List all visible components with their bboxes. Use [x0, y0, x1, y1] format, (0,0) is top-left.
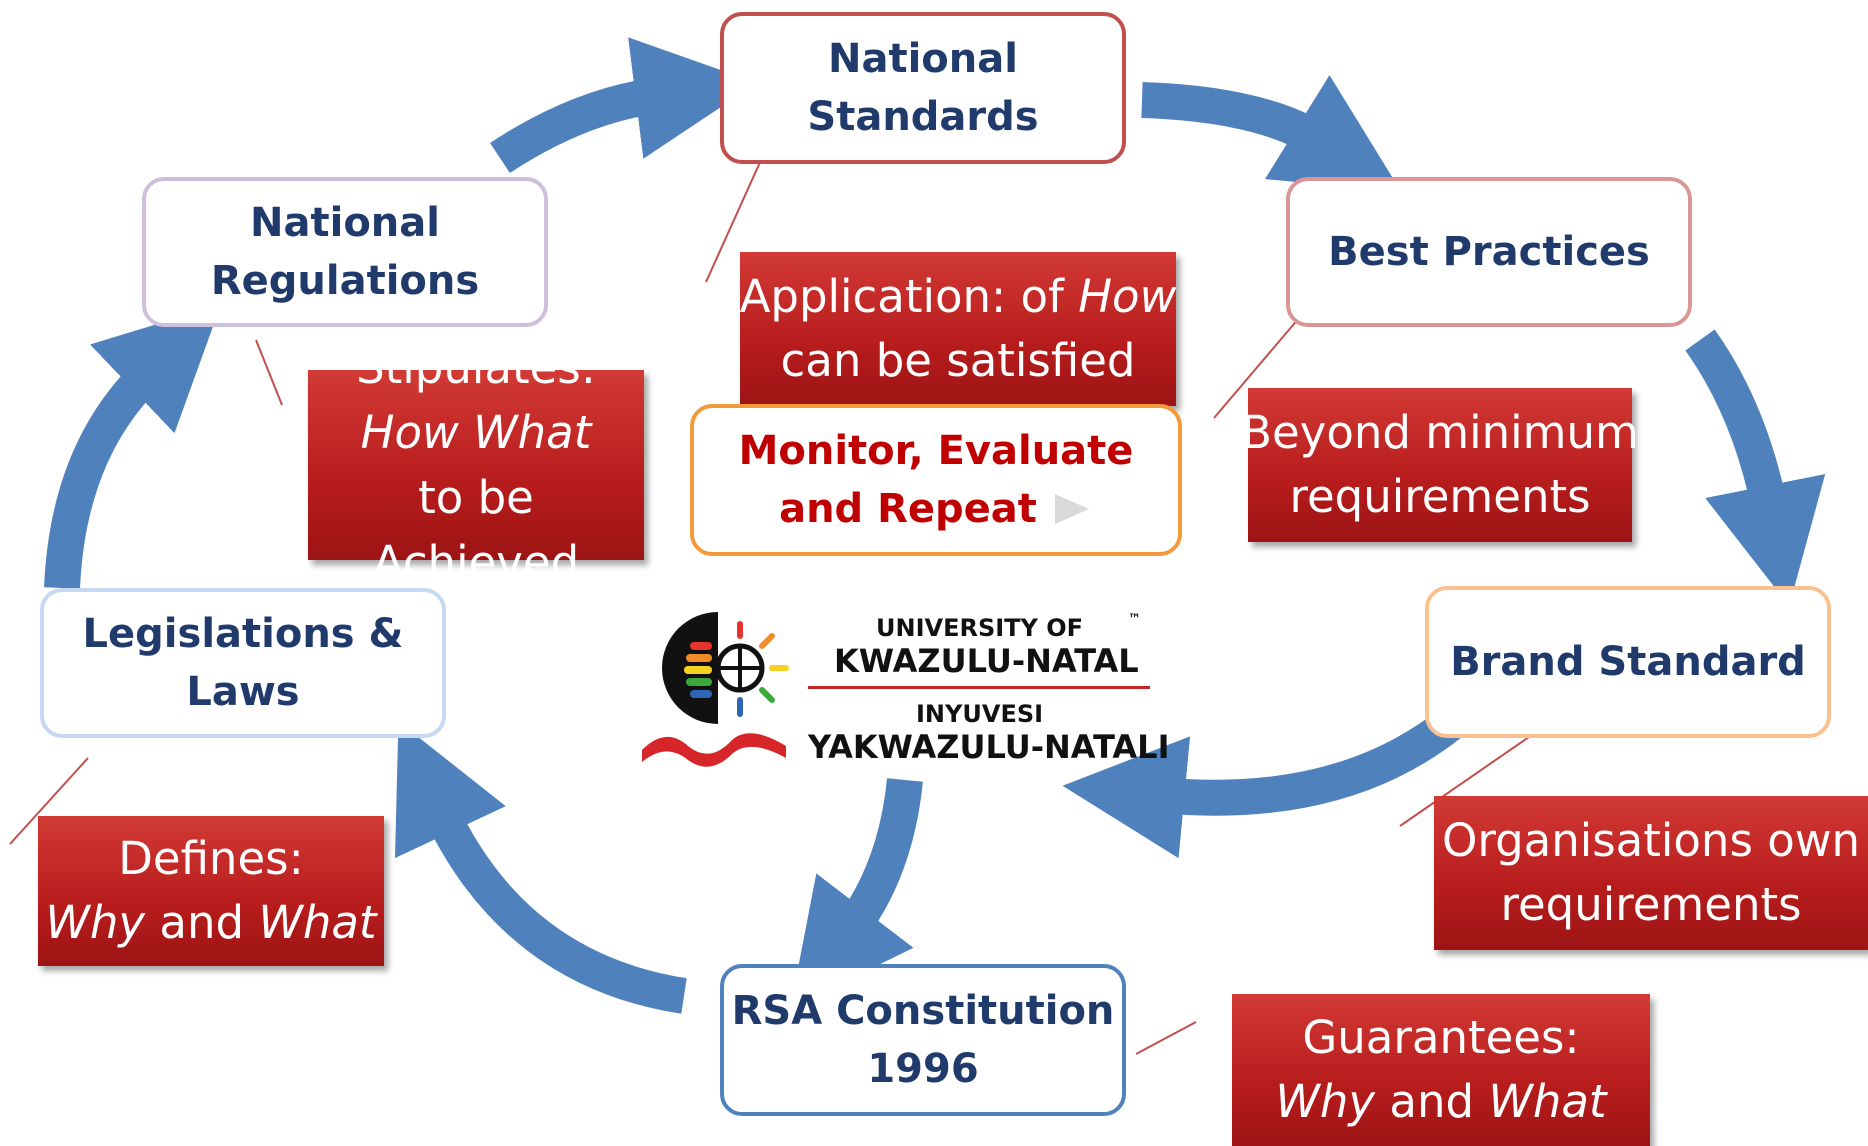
node-brand-standard-label: Brand Standard	[1450, 639, 1806, 685]
callout-application-prefix: Application: of	[739, 270, 1079, 324]
callout-defines-and: and	[145, 896, 259, 949]
arrow-standards-to-best-practices	[1141, 75, 1402, 192]
callout-defines-why: Why	[45, 896, 146, 949]
callout-application: Application: of How can be satisfied	[740, 252, 1176, 406]
logo-line4: YAKWAZULU-NATALI	[808, 728, 1170, 766]
logo-divider	[808, 686, 1150, 689]
node-legislations-line2: Laws	[186, 669, 300, 715]
play-triangle-icon	[1054, 494, 1089, 524]
callout-guarantees-line2: Why and What	[1275, 1070, 1606, 1134]
callout-guarantees-what: What	[1488, 1075, 1607, 1128]
connector-regulations-stipulates	[255, 339, 283, 406]
arrow-regulations-to-standards	[490, 37, 758, 174]
monitor-line1: Monitor, Evaluate	[738, 428, 1134, 474]
arrow-brand-to-rsa	[1062, 707, 1464, 859]
connector-brand-organisations	[1399, 727, 1543, 827]
arrow-logo-to-rsa	[790, 778, 923, 1008]
connector-legislations-defines	[9, 757, 89, 845]
node-best-practices: Best Practices	[1286, 177, 1692, 327]
callout-organisations-line1: Organisations own	[1441, 814, 1861, 868]
node-brand-standard: Brand Standard	[1425, 586, 1831, 738]
arrow-legislations-to-regulations	[44, 304, 221, 589]
arrow-best-practices-to-brand	[1685, 329, 1826, 607]
callout-stipulates-line3: to be	[418, 471, 534, 524]
node-national-standards-line1: National	[828, 36, 1018, 82]
node-best-practices-label: Best Practices	[1328, 229, 1650, 275]
callout-beyond-line1: Beyond minimum	[1241, 406, 1639, 460]
monitor-evaluate-repeat-box: Monitor, Evaluate and Repeat	[690, 404, 1182, 556]
callout-stipulates: Stipulates: How What to be Achieved	[308, 341, 644, 589]
callout-application-line1: Application: of How	[740, 265, 1177, 329]
callout-guarantees-and: and	[1375, 1075, 1489, 1128]
logo-line3: INYUVESI	[916, 700, 1044, 728]
logo-line2: KWAZULU-NATAL	[834, 642, 1139, 680]
callout-application-italic: How	[1078, 270, 1177, 324]
callout-organisations-line2: requirements	[1500, 878, 1802, 931]
arrow-rsa-to-legislations	[394, 721, 687, 1014]
logo-trademark: ™	[1128, 612, 1141, 627]
callout-beyond-minimum: Beyond minimum requirements	[1241, 388, 1639, 542]
node-rsa-constitution-line2: 1996	[867, 1046, 979, 1092]
callout-defines-what: What	[258, 896, 377, 949]
callout-defines: Defines: Why and What	[38, 816, 384, 966]
callout-defines-line2: Why and What	[45, 891, 376, 955]
callout-organisations-own: Organisations own requirements	[1434, 796, 1868, 950]
node-rsa-constitution-line1: RSA Constitution	[731, 988, 1115, 1034]
connector-rsa-guarantees	[1135, 1021, 1197, 1055]
node-national-regulations-line2: Regulations	[210, 258, 480, 304]
callout-guarantees-line1: Guarantees:	[1302, 1011, 1580, 1065]
node-national-standards-line2: Standards	[807, 94, 1039, 140]
callout-stipulates-line4: Achieved	[372, 536, 580, 590]
ukzn-shield-emblem-icon	[642, 612, 789, 767]
callout-guarantees-why: Why	[1275, 1075, 1376, 1128]
monitor-line2-text: and Repeat	[779, 486, 1037, 532]
callout-stipulates-line2: How What	[360, 405, 592, 459]
callout-guarantees: Guarantees: Why and What	[1232, 994, 1650, 1146]
callout-application-line2: can be satisfied	[780, 334, 1136, 387]
node-national-standards: National Standards	[720, 12, 1126, 164]
callout-beyond-line2: requirements	[1289, 470, 1591, 523]
node-national-regulations: National Regulations	[142, 177, 548, 327]
ukzn-logo: UNIVERSITY OF ™ KWAZULU-NATAL INYUVESI Y…	[636, 600, 1169, 780]
node-legislations-line1: Legislations &	[82, 611, 404, 657]
monitor-line2: and Repeat	[779, 480, 1093, 538]
node-legislations-laws: Legislations & Laws	[40, 588, 446, 738]
node-rsa-constitution: RSA Constitution 1996	[720, 964, 1126, 1116]
callout-defines-line1: Defines:	[118, 832, 304, 886]
callout-stipulates-line1: Stipulates:	[356, 340, 596, 394]
logo-line1: UNIVERSITY OF	[876, 614, 1084, 642]
node-national-regulations-line1: National	[250, 200, 440, 246]
